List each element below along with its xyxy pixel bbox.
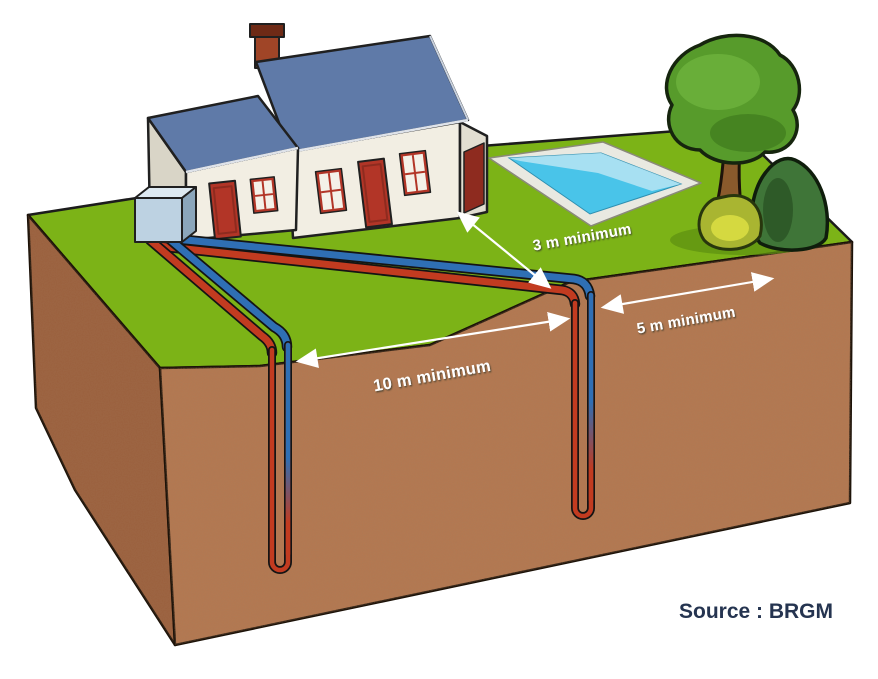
- arrow-3m: [456, 211, 552, 289]
- heat-pump-side: [181, 186, 197, 243]
- borehole-left: [268, 341, 292, 574]
- source-credit: Source : BRGM: [679, 600, 833, 623]
- borehole-right: [571, 291, 595, 520]
- house-right-door: [463, 142, 485, 214]
- pool-water-shallow: [509, 153, 681, 191]
- heat-pump-unit: [134, 186, 197, 243]
- vegetation: [664, 33, 830, 255]
- heat-pump-front: [134, 197, 183, 243]
- tree-crown-highlight: [676, 54, 760, 110]
- house-window-right: [398, 149, 432, 197]
- tree-crown-shade: [710, 114, 786, 152]
- roof-gable-trim: [429, 35, 469, 121]
- soil-left-texture: [28, 215, 175, 645]
- annex-door: [208, 179, 242, 241]
- ground-block: [26, 213, 854, 647]
- house-window-left: [314, 167, 348, 215]
- annex-eave-trim: [185, 146, 299, 174]
- bush-yellow-highlight: [711, 215, 749, 241]
- soil-front-texture: [160, 242, 852, 645]
- annex-window: [249, 176, 279, 214]
- dimension-arrows: [295, 211, 775, 369]
- arrow-5m: [600, 272, 775, 314]
- bush-dark-shade: [763, 178, 793, 242]
- house: [146, 23, 489, 242]
- house-door: [357, 157, 393, 229]
- swimming-pool: [488, 141, 702, 227]
- roof-eave-trim: [289, 118, 469, 154]
- arrow-10m: [295, 311, 571, 369]
